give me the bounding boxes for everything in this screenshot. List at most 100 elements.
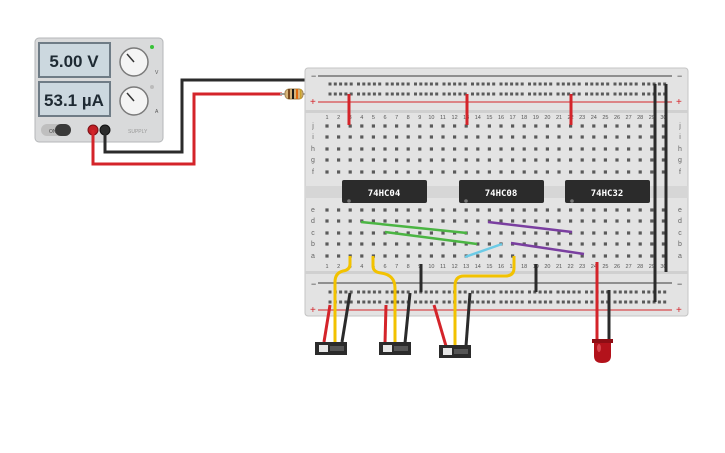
hole[interactable]: [418, 124, 422, 128]
hole[interactable]: [418, 231, 422, 235]
rail-hole[interactable]: [528, 290, 531, 294]
hole[interactable]: [406, 170, 410, 174]
hole[interactable]: [348, 242, 352, 246]
rail-hole[interactable]: [613, 82, 617, 86]
hole[interactable]: [453, 208, 457, 212]
hole[interactable]: [603, 242, 607, 246]
hole[interactable]: [429, 231, 433, 235]
hole[interactable]: [522, 170, 526, 174]
rail-hole[interactable]: [634, 92, 638, 96]
rail-hole[interactable]: [429, 300, 433, 304]
rail-hole[interactable]: [624, 92, 628, 96]
hole[interactable]: [650, 219, 654, 223]
hole[interactable]: [522, 231, 526, 235]
rail-hole[interactable]: [396, 290, 400, 294]
rail-hole[interactable]: [499, 92, 503, 96]
hole[interactable]: [627, 135, 631, 139]
rail-hole[interactable]: [362, 290, 366, 294]
hole[interactable]: [569, 242, 573, 246]
rail-hole[interactable]: [471, 82, 474, 86]
rail-hole[interactable]: [435, 300, 439, 304]
rail-hole[interactable]: [556, 290, 560, 294]
hole[interactable]: [395, 147, 399, 151]
rail-hole[interactable]: [634, 82, 638, 86]
rail-hole[interactable]: [629, 290, 633, 294]
hole[interactable]: [487, 170, 491, 174]
rail-hole[interactable]: [349, 82, 353, 86]
rail-hole[interactable]: [367, 290, 371, 294]
hole[interactable]: [464, 147, 468, 151]
hole[interactable]: [534, 135, 538, 139]
rail-hole[interactable]: [458, 290, 462, 294]
hole[interactable]: [650, 124, 654, 128]
hole[interactable]: [371, 147, 375, 151]
rail-hole[interactable]: [634, 300, 638, 304]
rail-hole[interactable]: [357, 82, 360, 86]
hole[interactable]: [429, 170, 433, 174]
hole[interactable]: [615, 147, 619, 151]
hole[interactable]: [592, 170, 596, 174]
rail-hole[interactable]: [642, 290, 645, 294]
rail-hole[interactable]: [561, 290, 565, 294]
rail-hole[interactable]: [339, 92, 343, 96]
hole[interactable]: [569, 170, 573, 174]
hole[interactable]: [650, 147, 654, 151]
rail-hole[interactable]: [385, 290, 389, 294]
purple-wire-2[interactable]: [510, 241, 585, 256]
rail-hole[interactable]: [429, 290, 433, 294]
rail-hole[interactable]: [419, 92, 423, 96]
switch-signal-wire-2[interactable]: [371, 256, 397, 343]
hole[interactable]: [360, 158, 364, 162]
hole[interactable]: [441, 254, 445, 258]
hole[interactable]: [557, 242, 561, 246]
rail-hole[interactable]: [349, 92, 353, 96]
rail-hole[interactable]: [476, 92, 480, 96]
power-supply[interactable]: 5.00 V 53.1 µA V A ON SUPPLY: [34, 37, 164, 143]
rail-hole[interactable]: [458, 300, 462, 304]
rail-hole[interactable]: [442, 92, 446, 96]
hole[interactable]: [418, 158, 422, 162]
voltage-knob[interactable]: [119, 47, 149, 77]
hole[interactable]: [545, 242, 549, 246]
rail-hole[interactable]: [499, 290, 503, 294]
rail-hole[interactable]: [328, 92, 332, 96]
hole[interactable]: [395, 208, 399, 212]
hole[interactable]: [545, 231, 549, 235]
hole[interactable]: [360, 135, 364, 139]
chip-74hc32[interactable]: 74HC32: [565, 180, 650, 203]
rail-hole[interactable]: [481, 300, 485, 304]
hole[interactable]: [638, 158, 642, 162]
hole[interactable]: [325, 231, 329, 235]
rail-hole[interactable]: [344, 92, 348, 96]
rail-hole[interactable]: [577, 82, 581, 86]
hole[interactable]: [545, 158, 549, 162]
hole[interactable]: [522, 219, 526, 223]
rail-hole[interactable]: [339, 290, 343, 294]
hole[interactable]: [592, 219, 596, 223]
rail-hole[interactable]: [328, 82, 332, 86]
rail-hole[interactable]: [378, 82, 382, 86]
hole[interactable]: [499, 208, 503, 212]
hole[interactable]: [395, 158, 399, 162]
hole[interactable]: [348, 170, 352, 174]
hole[interactable]: [487, 242, 491, 246]
hole[interactable]: [371, 208, 375, 212]
hole[interactable]: [395, 242, 399, 246]
hole[interactable]: [476, 147, 480, 151]
hole[interactable]: [638, 242, 642, 246]
supply-wire-black[interactable]: [103, 78, 306, 154]
rail-hole[interactable]: [549, 290, 553, 294]
hole[interactable]: [557, 231, 561, 235]
hole[interactable]: [464, 158, 468, 162]
hole[interactable]: [464, 124, 468, 128]
hole[interactable]: [441, 124, 445, 128]
led[interactable]: [592, 339, 613, 363]
rail-hole[interactable]: [595, 82, 599, 86]
rail-hole[interactable]: [401, 300, 405, 304]
hole[interactable]: [487, 158, 491, 162]
hole[interactable]: [348, 124, 352, 128]
hole[interactable]: [615, 158, 619, 162]
hole[interactable]: [661, 242, 665, 246]
rail-hole[interactable]: [561, 92, 565, 96]
hole[interactable]: [499, 124, 503, 128]
